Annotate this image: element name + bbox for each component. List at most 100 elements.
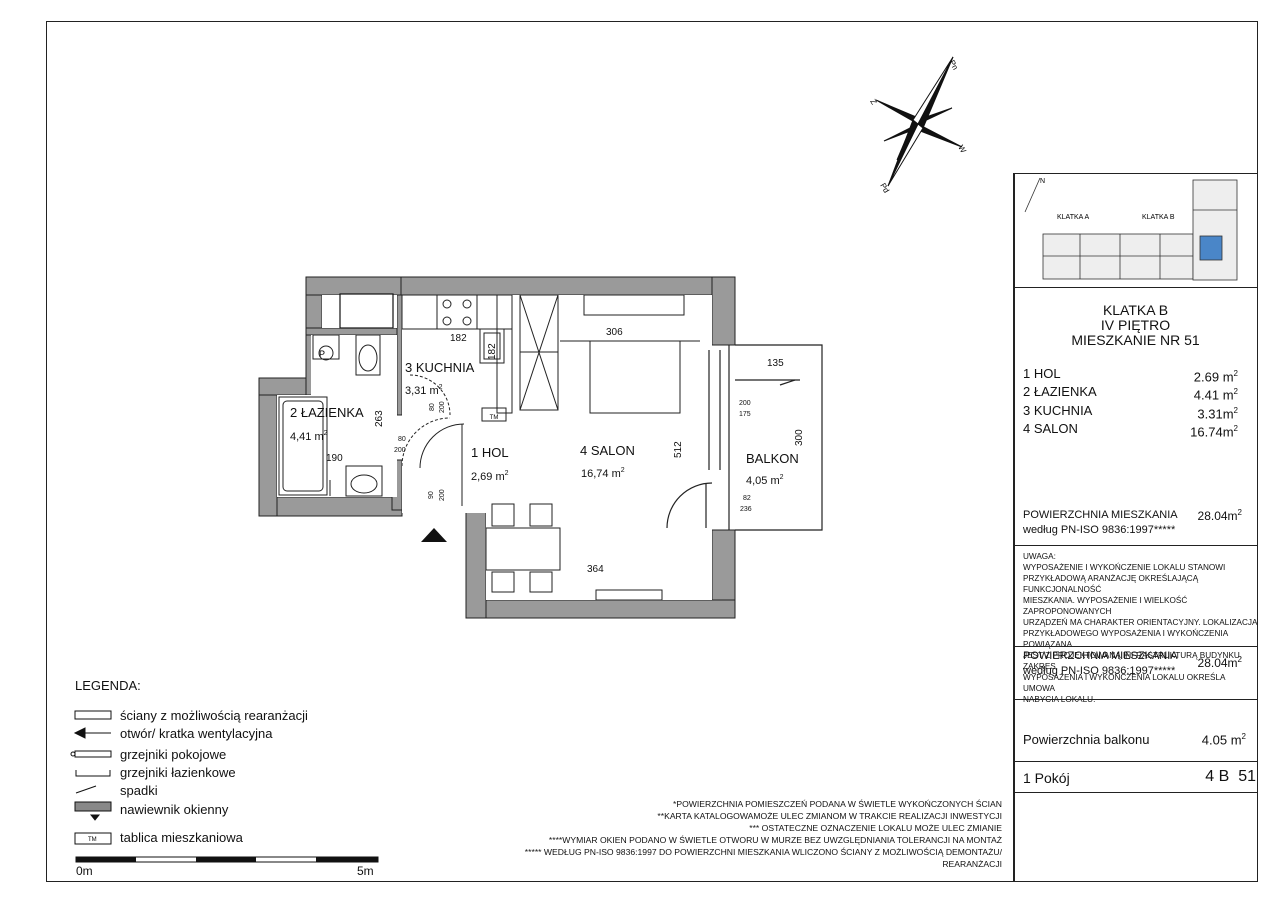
legend-symbols <box>70 710 112 845</box>
footnote-line: ***** WEDŁUG PN-ISO 9836:1997 DO POWIERZ… <box>524 847 1002 857</box>
note-line: WYPOSAŻENIA I WYKOŃCZENIA LOKALU OKREŚLA… <box>1023 673 1226 693</box>
note-line: WYPOSAŻENIE I WYKOŃCZENIE LOKALU STANOWI <box>1023 563 1226 572</box>
legend-item-bath-radiator: grzejniki łazienkowe <box>120 765 236 780</box>
dim-300: 300 <box>794 429 805 446</box>
compass-w: W <box>956 144 968 155</box>
legend-item-vent: otwór/ kratka wentylacyjna <box>120 726 273 741</box>
svg-text:200: 200 <box>739 400 751 407</box>
area-box-2: POWIERZCHNIA MIESZKANIA według PN-ISO 98… <box>1013 646 1258 699</box>
svg-text:90: 90 <box>428 491 435 499</box>
svg-text:236: 236 <box>740 506 752 513</box>
room-area-balkon: 4,05 m2 <box>746 474 784 487</box>
keyplan-north: N <box>1040 178 1045 185</box>
dim-190: 190 <box>326 453 343 464</box>
keyplan-stair-b: KLATKA B <box>1142 214 1175 221</box>
legend-tm: TM <box>88 837 97 843</box>
walls <box>258 276 736 619</box>
apartment-code: 4 B 51 <box>1205 768 1256 785</box>
sheet-frame <box>46 21 1258 882</box>
room-row: 1 HOL 2.69 m2 <box>1023 366 1238 384</box>
note-line: PRZYKŁADOWEGO WYPOSAŻENIA I WYKOŃCZENIA … <box>1023 629 1228 649</box>
apartment-number: MIESZKANIE NR 51 <box>1071 332 1200 348</box>
dim-263: 263 <box>374 410 385 427</box>
sofa <box>560 294 700 414</box>
area-value-1: 28.04m2 <box>1197 508 1242 523</box>
footnote-line: **KARTA KATALOGOWAMOŻE ULEC ZMIANOM W TR… <box>657 811 1002 821</box>
legend-item-walls: ściany z możliwością rearanżacji <box>120 708 308 723</box>
svg-text:80: 80 <box>398 436 406 443</box>
entrance-marker <box>421 528 447 542</box>
dim-306: 306 <box>606 327 623 338</box>
svg-text:200: 200 <box>394 447 406 454</box>
svg-text:P: P <box>319 349 325 359</box>
svg-text:82: 82 <box>743 495 751 502</box>
room-name: 2 ŁAZIENKA <box>1023 384 1097 400</box>
room-area-hol: 2,69 m2 <box>471 470 509 483</box>
area-label-2b: według PN-ISO 9836:1997***** <box>1023 665 1176 677</box>
legend-item-board: tablica mieszkaniowa <box>120 830 243 845</box>
compass-s: Pd <box>878 182 891 195</box>
note-line: JEST Z PROJEKTOWANĄ INFRASTRUKTURĄ BUDYN… <box>1023 651 1243 671</box>
scale-end: 5m <box>357 864 374 878</box>
footnotes: *POWIERZCHNIA POMIESZCZEŃ PODANA W ŚWIET… <box>525 798 1002 870</box>
dining-table <box>485 503 663 601</box>
area-value-2: 28.04m2 <box>1197 655 1242 670</box>
summary-box: 1 Pokój 4 B 51 <box>1013 761 1258 793</box>
wardrobe <box>519 294 559 411</box>
bathroom-fixtures <box>278 334 383 497</box>
building-floor: IV PIĘTRO <box>1100 317 1171 333</box>
balcony-value: 4.05 m2 <box>1201 732 1246 748</box>
room-name: 1 HOL <box>1023 366 1061 381</box>
footnote-line: ****WYMIAR OKIEN PODANO W ŚWIETLE OTWORU… <box>548 835 1002 845</box>
room-row: 2 ŁAZIENKA 4.41 m2 <box>1023 384 1238 402</box>
balcony-box: Powierzchnia balkonu 4.05 m2 <box>1013 699 1258 761</box>
room-area: 4.41 m2 <box>1193 387 1238 403</box>
room-label-salon: 4 SALON <box>580 443 635 458</box>
scale-bar <box>75 856 379 863</box>
room-label-hol: 1 HOL <box>471 445 509 460</box>
footnote-line: REARANŻACJI <box>942 859 1002 869</box>
legend-item-radiator: grzejniki pokojowe <box>120 747 227 762</box>
legend-item-vent-window: nawiewnik okienny <box>120 802 229 817</box>
footnote-line: *** OSTATECZNE OZNACZENIE LOKALU MOŻE UL… <box>749 823 1002 833</box>
scale-start: 0m <box>76 864 93 878</box>
note-line: MIESZKANIA. WYPOSAŻENIE I WIELKOŚĆ ZAPRO… <box>1023 596 1188 616</box>
legend-title: LEGENDA: <box>75 678 141 693</box>
svg-text:200: 200 <box>439 401 446 413</box>
rooms-count: 1 Pokój <box>1023 770 1070 786</box>
dim-364: 364 <box>587 564 604 575</box>
balcony <box>666 344 823 531</box>
svg-text:175: 175 <box>739 411 751 418</box>
building-stair: KLATKA B <box>1102 302 1169 318</box>
footnote-line: *POWIERZCHNIA POMIESZCZEŃ PODANA W ŚWIET… <box>673 799 1002 809</box>
legend-item-slopes: spadki <box>120 783 158 798</box>
rooms-box: KLATKA B IV PIĘTRO MIESZKANIE NR 51 1 HO… <box>1013 287 1258 536</box>
note-box: UWAGA: WYPOSAŻENIE I WYKOŃCZENIE LOKALU … <box>1013 545 1258 704</box>
room-label-kuchnia: 3 KUCHNIA <box>405 360 475 375</box>
dim-182a: 182 <box>450 333 467 344</box>
compass-n: Pn <box>947 59 960 72</box>
doors <box>401 374 465 506</box>
keyplan-stair-a: KLATKA A <box>1057 214 1089 221</box>
area-label-2a: POWIERZCHNIA MIESZKANIA <box>1023 650 1178 662</box>
dim-512: 512 <box>673 441 684 458</box>
svg-text:80: 80 <box>429 403 436 411</box>
room-area: 3.31m2 <box>1197 405 1238 421</box>
info-panel-divider <box>1013 173 1015 882</box>
room-area-lazienka: 4,41 m2 <box>290 430 328 443</box>
room-area: 2.69 m2 <box>1193 369 1238 385</box>
keyplan-box <box>1013 173 1258 287</box>
svg-text:TM: TM <box>490 415 499 421</box>
dim-182b: 182 <box>487 343 498 360</box>
compass-z: Z <box>868 98 878 107</box>
room-label-lazienka: 2 ŁAZIENKA <box>290 405 364 420</box>
svg-text:200: 200 <box>439 489 446 501</box>
note-title: UWAGA: <box>1023 552 1056 561</box>
note-line: URZĄDZEŃ MA CHARAKTER ORIENTACYJNY. LOKA… <box>1023 618 1258 627</box>
room-area-kuchnia: 3,31 m2 <box>405 384 443 397</box>
